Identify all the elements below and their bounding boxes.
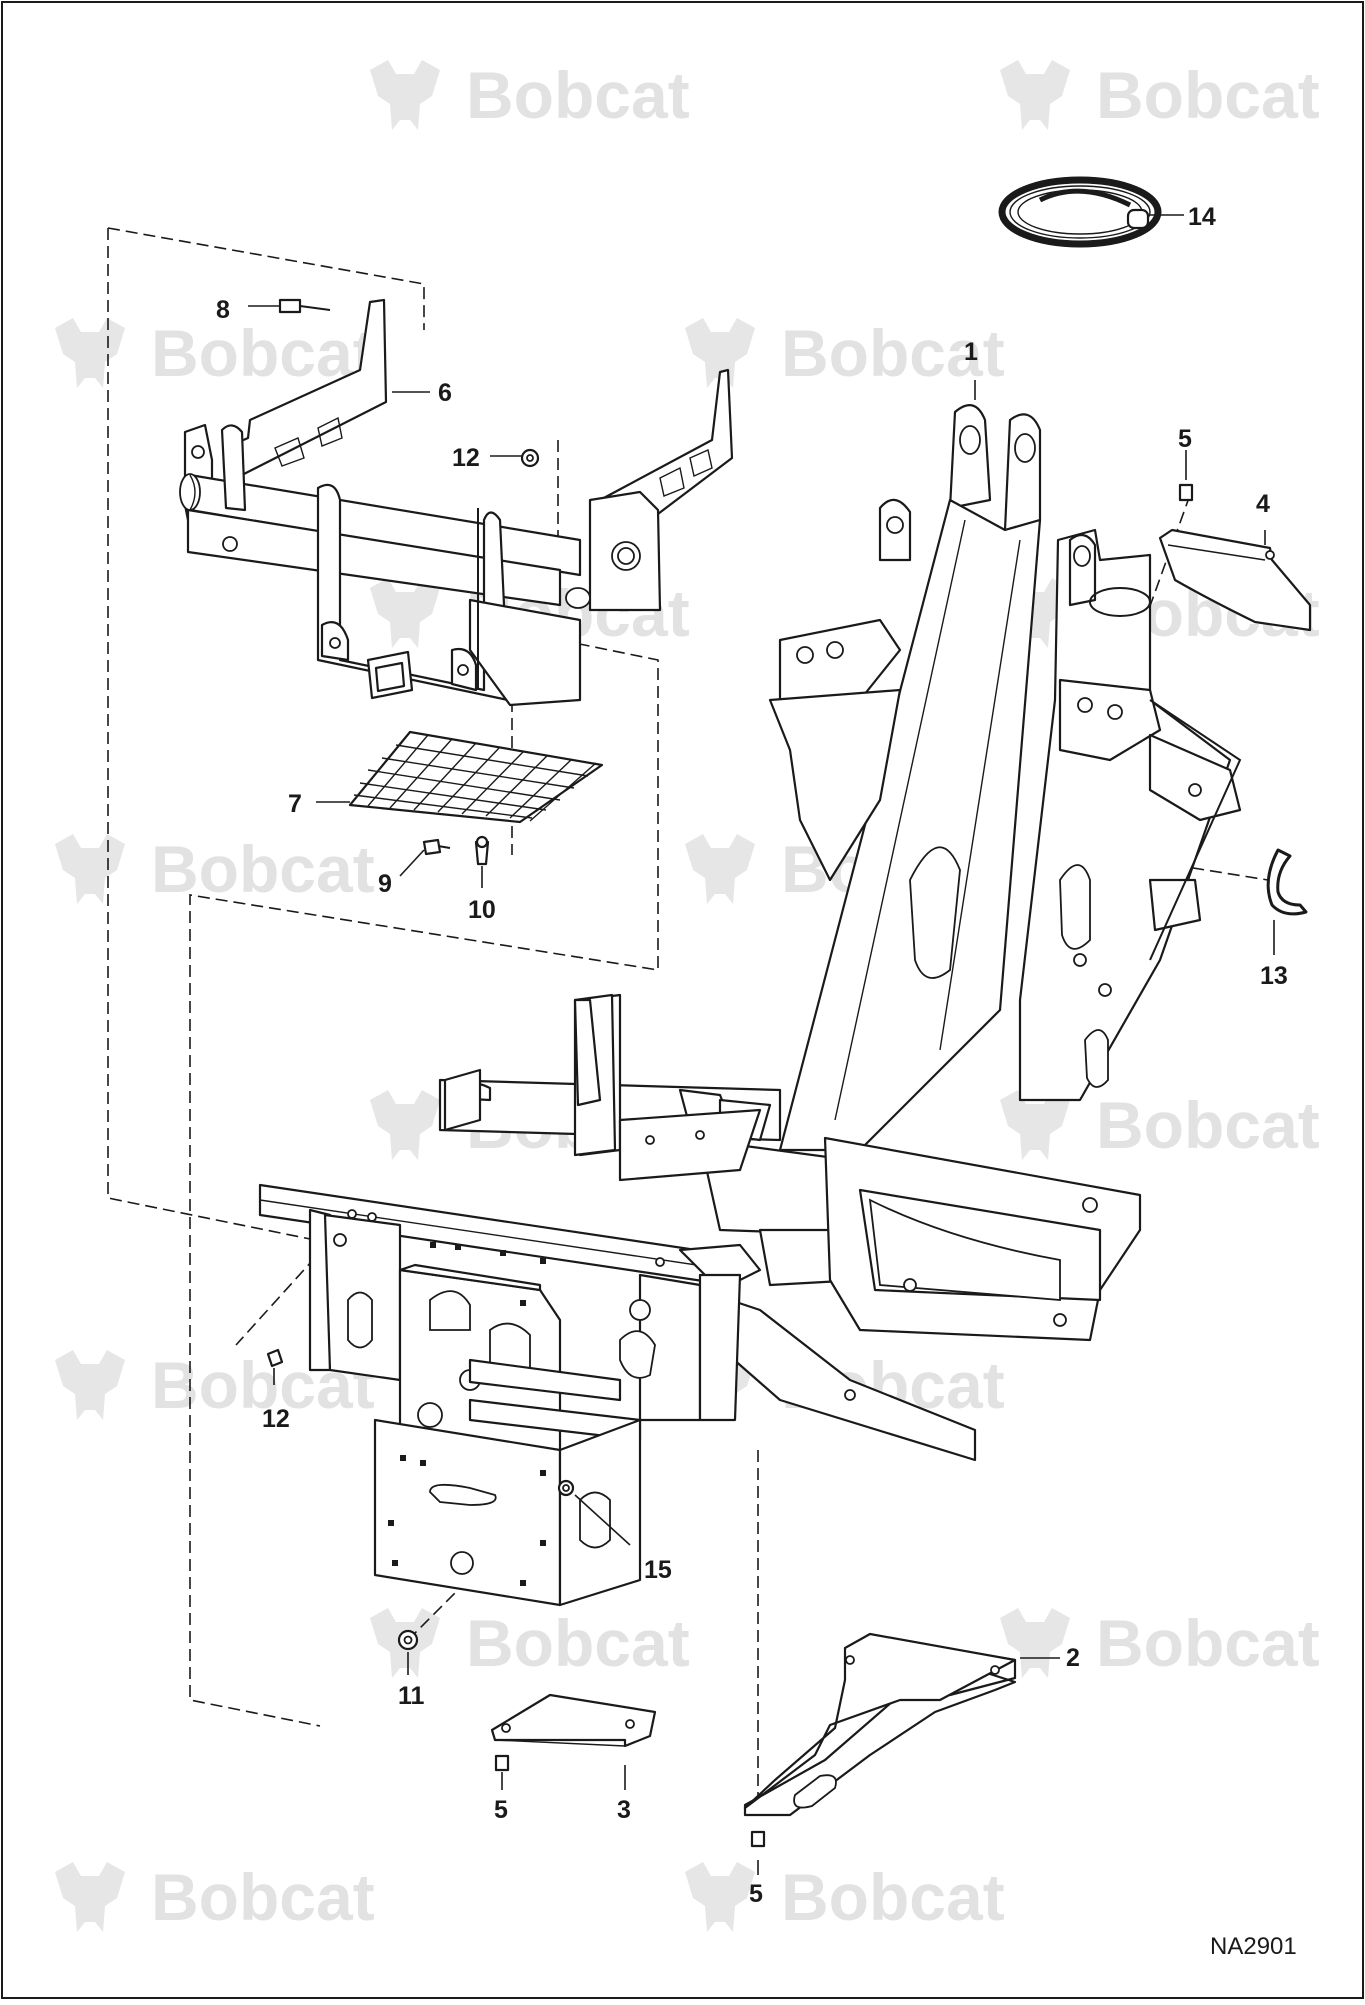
bobcat-logo-icon xyxy=(55,1350,125,1420)
bobcat-logo-icon xyxy=(55,1862,125,1932)
part-15-fitting xyxy=(557,1479,575,1497)
bobcat-logo-icon xyxy=(685,1862,755,1932)
watermark-r2-r: Bobcat xyxy=(685,316,1005,390)
watermark-r5-r: Bobcat xyxy=(1000,1088,1320,1162)
callout-12-upper: 12 xyxy=(452,444,480,472)
part-9-bolt xyxy=(422,838,451,856)
bobcat-logo-icon xyxy=(1000,1090,1070,1160)
watermark-r7-r: Bobcat xyxy=(1000,1606,1320,1680)
part-12-nut-lower xyxy=(266,1348,284,1368)
bobcat-logo-icon xyxy=(685,318,755,388)
drawing-reference-code: NA2901 xyxy=(1210,1933,1297,1960)
watermark-text: Bobcat xyxy=(1096,1088,1320,1162)
callout-5-lower-right: 5 xyxy=(749,1880,763,1908)
part-5-bolt-lower-right xyxy=(750,1830,766,1848)
callout-6: 6 xyxy=(438,379,452,407)
bobcat-logo-icon xyxy=(55,318,125,388)
part-2-floor-plate xyxy=(743,1632,1017,1817)
part-14-hose-coil xyxy=(998,176,1162,248)
part-5-bolt-lower-left xyxy=(494,1754,510,1772)
watermark-r8-r: Bobcat xyxy=(685,1860,1005,1934)
rear-hitch-outline xyxy=(107,227,425,1243)
part-1-main-frame xyxy=(258,404,1242,1607)
callout-8: 8 xyxy=(216,296,230,324)
part-3-cover-small xyxy=(490,1693,657,1748)
watermark-text: Bobcat xyxy=(151,316,375,390)
fastener-11-guide xyxy=(407,1517,531,1641)
part-12-nut-upper xyxy=(520,448,540,468)
watermark-r2-l: Bobcat xyxy=(55,316,375,390)
bobcat-logo-icon xyxy=(370,1090,440,1160)
callout-labels: 1 2 3 4 5 5 5 6 7 8 9 10 11 12 12 13 14 … xyxy=(216,203,1288,1908)
leader-lines xyxy=(248,214,1275,1875)
callout-9: 9 xyxy=(378,870,392,898)
watermark-r4-l: Bobcat xyxy=(55,832,375,906)
callout-3: 3 xyxy=(617,1796,631,1824)
watermark-text: Bobcat xyxy=(151,1860,375,1934)
part-7-grille xyxy=(348,730,604,824)
bobcat-logo-icon xyxy=(1000,60,1070,130)
callout-14: 14 xyxy=(1188,203,1216,231)
watermark-text: Bobcat xyxy=(466,1606,690,1680)
callout-10: 10 xyxy=(468,896,496,924)
callout-2: 2 xyxy=(1066,1644,1080,1672)
bobcat-logo-icon xyxy=(55,834,125,904)
callout-15: 15 xyxy=(644,1556,672,1584)
bobcat-logo-icon xyxy=(1000,1608,1070,1678)
watermark-r7-l: Bobcat xyxy=(370,1606,690,1680)
hitch-lower-outline xyxy=(189,639,659,1727)
callout-13: 13 xyxy=(1260,962,1288,990)
callout-5-upper: 5 xyxy=(1178,425,1192,453)
part-4-cover-plate xyxy=(1158,528,1312,632)
watermark-text: Bobcat xyxy=(781,1860,1005,1934)
part-5-bolt-upper xyxy=(1178,483,1194,502)
part-8-bolt xyxy=(278,298,331,314)
watermark-text: Bobcat xyxy=(466,58,690,132)
part-10-pin xyxy=(474,835,490,866)
callout-12-lower: 12 xyxy=(262,1405,290,1433)
callout-1: 1 xyxy=(964,338,978,366)
part-6-hitch-assembly xyxy=(179,298,734,707)
callout-7: 7 xyxy=(288,790,302,818)
watermark-r1-l: Bobcat xyxy=(370,58,690,132)
callout-4: 4 xyxy=(1256,490,1270,518)
bobcat-logo-icon xyxy=(370,60,440,130)
watermark-text: Bobcat xyxy=(1096,58,1320,132)
callout-5-lower-left: 5 xyxy=(494,1796,508,1824)
watermark-text: Bobcat xyxy=(1096,1606,1320,1680)
part-11-nut xyxy=(397,1629,419,1651)
bobcat-logo-icon xyxy=(685,834,755,904)
watermark-text: Bobcat xyxy=(781,316,1005,390)
part-13-seal xyxy=(1266,848,1308,916)
watermark-r1-r: Bobcat xyxy=(1000,58,1320,132)
bobcat-logo-icon xyxy=(370,578,440,648)
callout-11: 11 xyxy=(398,1682,425,1710)
watermark-text: Bobcat xyxy=(151,832,375,906)
watermark-r8-l: Bobcat xyxy=(55,1860,375,1934)
